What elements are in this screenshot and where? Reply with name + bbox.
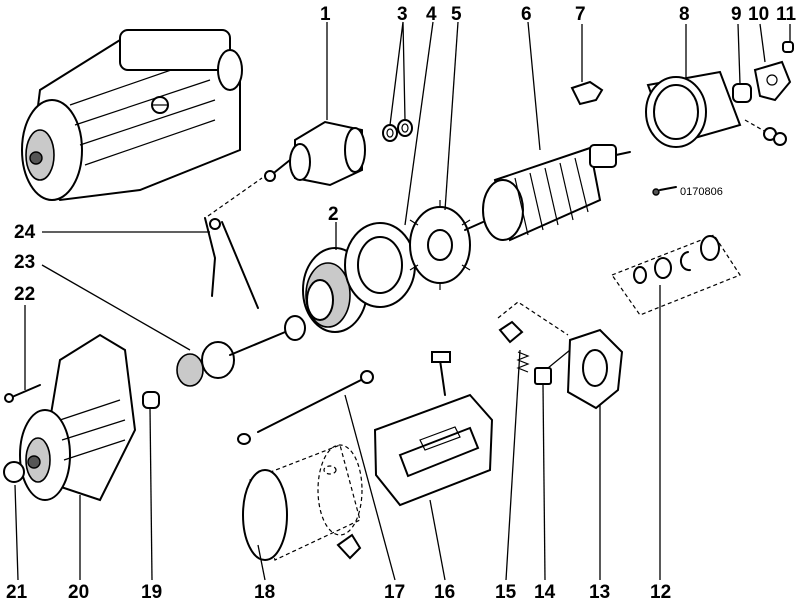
part-8-housing [645, 70, 742, 148]
callout-2: 2 [328, 204, 339, 225]
callout-12: 12 [650, 582, 671, 603]
part-11-screw [744, 41, 794, 146]
callout-11: 11 [776, 4, 797, 25]
part-18-yoke [242, 444, 363, 561]
part-1-solenoid [264, 120, 366, 187]
drawing-code-label: 0170806 [680, 186, 723, 198]
callout-3: 3 [397, 4, 408, 25]
part-12-washers [611, 234, 741, 316]
callout-9: 9 [731, 4, 742, 25]
part-5-plate [409, 200, 471, 290]
part-10-bracket [753, 60, 792, 102]
part-3-nuts [382, 119, 413, 142]
callout-4: 4 [426, 4, 437, 25]
part-16-field-coil [373, 351, 494, 507]
callout-13: 13 [589, 582, 610, 603]
part-6-armature [464, 144, 631, 242]
callout-21: 21 [6, 582, 28, 603]
part-9-bushing [732, 83, 752, 103]
callout-7: 7 [575, 4, 586, 25]
part-19-bushing [142, 391, 160, 409]
part-20-drive-housing [19, 333, 137, 502]
part-24-lever [204, 177, 263, 309]
leader-lines [14, 21, 791, 581]
part-13-brush-holder [497, 301, 624, 410]
part-17-bolt [237, 370, 374, 445]
callout-22: 22 [14, 284, 35, 305]
part-21-bush [3, 461, 25, 483]
drawing-code: 0170806 [652, 186, 723, 198]
callout-24: 24 [14, 222, 36, 243]
part-22-screw [4, 384, 41, 403]
callout-19: 19 [141, 582, 162, 603]
callout-5: 5 [451, 4, 462, 25]
callout-1: 1 [320, 4, 331, 25]
callout-10: 10 [748, 4, 769, 25]
part-14-brush [534, 349, 571, 385]
callout-17: 17 [384, 582, 405, 603]
callout-18: 18 [254, 582, 275, 603]
part-15-spring [498, 320, 530, 373]
callout-labels: 1 2 3 4 5 6 7 8 9 10 11 12 13 14 15 16 1… [6, 4, 797, 603]
part-23-pinion [176, 315, 306, 387]
part-7-clip [570, 80, 604, 106]
callout-15: 15 [495, 582, 517, 603]
callout-8: 8 [679, 4, 690, 25]
callout-6: 6 [521, 4, 532, 25]
callout-16: 16 [434, 582, 455, 603]
callout-23: 23 [14, 252, 35, 273]
assembled-starter [21, 29, 243, 202]
callout-20: 20 [68, 582, 89, 603]
callout-14: 14 [534, 582, 556, 603]
part-4-ring [344, 222, 416, 308]
